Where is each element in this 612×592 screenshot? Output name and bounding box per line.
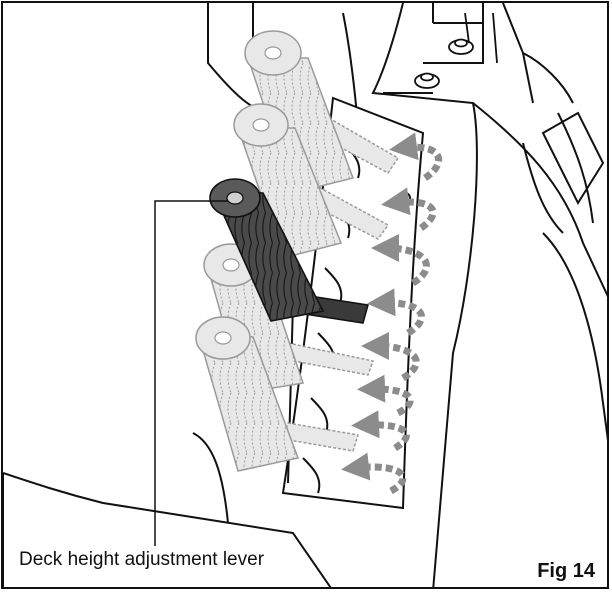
lever-position-5 bbox=[195, 316, 359, 472]
lever-position-4 bbox=[203, 243, 374, 394]
top-knobs bbox=[414, 12, 498, 89]
deck-height-adjustment-lever bbox=[209, 178, 369, 324]
movement-arrows bbox=[341, 132, 443, 495]
caption-leader-line bbox=[154, 200, 228, 546]
figure-label: Fig 14 bbox=[535, 560, 597, 583]
lever-position-1 bbox=[244, 30, 400, 194]
caption-deck-height-adjustment-lever: Deck height adjustment lever bbox=[17, 549, 267, 571]
mower-illustration bbox=[3, 3, 607, 587]
lever-position-2 bbox=[233, 103, 390, 259]
machine-body bbox=[3, 3, 607, 587]
